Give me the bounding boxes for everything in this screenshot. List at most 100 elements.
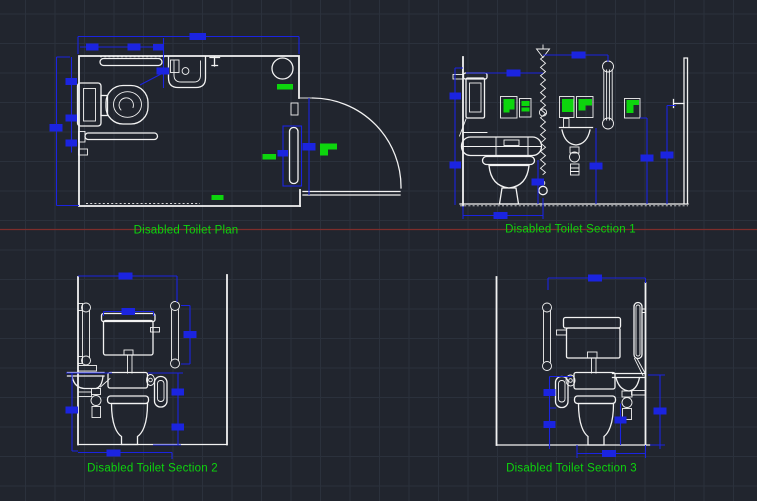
- dispenser: [559, 96, 575, 118]
- soap-dispenser-plan: [170, 59, 180, 73]
- tap: [563, 118, 570, 128]
- cistern: [465, 77, 486, 119]
- cord-handle: [538, 185, 548, 196]
- alarm-pull-cord[interactable]: [535, 44, 551, 196]
- dimension-text-blob: [153, 44, 164, 51]
- disabled-toilet-plan-drawing[interactable]: [49, 33, 402, 207]
- dimension-text-blob: [302, 143, 316, 151]
- toilet-bowl-rim: [106, 395, 150, 405]
- door-hinge: [290, 102, 299, 116]
- dispenser: [624, 98, 641, 119]
- cistern-plan: [76, 82, 102, 127]
- vertical-grab-rail[interactable]: [77, 302, 91, 366]
- dimension-text-blob: [189, 33, 206, 40]
- dimension-text-blob: [588, 274, 602, 282]
- grab-rails-plan[interactable]: [78, 57, 163, 156]
- wash-basin-plan[interactable]: [167, 56, 207, 89]
- dispenser: [576, 96, 594, 118]
- plan-dimensions[interactable]: [49, 33, 316, 207]
- dimension-text-blob: [121, 308, 135, 315]
- dimension-text-blob: [531, 178, 544, 186]
- fold-up-rail[interactable]: [170, 301, 180, 369]
- toilet-roll-holder[interactable]: [153, 375, 168, 408]
- toilet-section3[interactable]: [556, 316, 622, 446]
- section1-dimensions[interactable]: [449, 51, 677, 220]
- flush-lever: [150, 327, 160, 333]
- shelf: [77, 365, 97, 372]
- dimension-text-blob: [156, 67, 169, 75]
- flush-pipe: [127, 354, 133, 374]
- dimension-text-blob: [183, 331, 197, 338]
- dimension-text-blob: [614, 416, 627, 424]
- dimension-text-blob: [660, 151, 674, 159]
- drawing-label-section3[interactable]: Disabled Toilet Section 3: [506, 463, 637, 475]
- dimension-text-blob: [602, 450, 616, 457]
- dispenser: [519, 98, 532, 118]
- annotation-mark: [503, 99, 515, 113]
- dispensers[interactable]: [500, 96, 641, 119]
- dimension-text-blob: [65, 139, 77, 147]
- toilet-bowl-plan: [105, 84, 149, 125]
- drawing-label-section2[interactable]: Disabled Toilet Section 2: [87, 463, 218, 475]
- wash-basin-section1[interactable]: [558, 118, 594, 176]
- toilet-bowl: [488, 164, 530, 189]
- annotation-mark: [211, 195, 224, 200]
- dimension-text-blob: [171, 388, 184, 396]
- dimension-text-blob: [106, 449, 121, 457]
- wall-fixture-plan[interactable]: [209, 56, 221, 67]
- basin-trap: [569, 151, 580, 163]
- toilet-plan[interactable]: [76, 82, 149, 127]
- wash-basin-section3[interactable]: [611, 372, 647, 420]
- toilet-section1[interactable]: [458, 72, 543, 205]
- plan-side-wall: [302, 190, 401, 196]
- dimension-text-blob: [449, 92, 461, 100]
- grab-rail: [84, 132, 159, 141]
- toilet-bowl: [110, 402, 149, 446]
- dimension-text-blob: [493, 212, 508, 219]
- section1-right-wall[interactable]: [672, 57, 689, 205]
- toilet-bowl: [577, 402, 615, 446]
- plan-walls[interactable]: [78, 55, 401, 207]
- dimension-text-blob: [171, 423, 184, 431]
- dimension-text-blob: [653, 407, 667, 415]
- dimension-text-blob: [589, 162, 603, 170]
- dimension-text-blob: [65, 406, 78, 414]
- flush-lever: [556, 329, 567, 336]
- disabled-toilet-section1-drawing[interactable]: [449, 44, 689, 220]
- wall-bracket: [672, 98, 685, 109]
- cistern: [565, 327, 621, 359]
- wall-hatch: [86, 56, 200, 204]
- disabled-toilet-section2-drawing[interactable]: [65, 272, 228, 460]
- toilet-bowl-rim: [573, 395, 617, 405]
- drawing-label-section1[interactable]: Disabled Toilet Section 1: [505, 224, 636, 236]
- dimension-text-blob: [127, 43, 141, 51]
- seat-bracket: [573, 371, 616, 390]
- dimension-text-blob: [49, 124, 63, 132]
- dimension-text-blob: [640, 154, 654, 162]
- basin-trap: [90, 395, 102, 406]
- vertical-grab-rail[interactable]: [602, 60, 614, 130]
- flush-pipe: [591, 357, 597, 374]
- fold-up-rail[interactable]: [633, 301, 647, 377]
- grab-rail: [99, 57, 163, 67]
- section3-dimensions[interactable]: [543, 274, 667, 459]
- vertical-grab-rail[interactable]: [542, 302, 552, 371]
- toilet-section2[interactable]: [99, 312, 160, 446]
- dimension-text-blob: [506, 69, 521, 77]
- annotation-mark: [277, 84, 293, 90]
- door-plan[interactable]: [288, 97, 402, 189]
- waste-bin-plan[interactable]: [271, 57, 294, 80]
- disabled-toilet-section3-drawing[interactable]: [495, 274, 667, 459]
- section2-dimensions[interactable]: [65, 272, 197, 460]
- tap-plan: [181, 67, 190, 75]
- seat-bracket: [107, 371, 149, 389]
- dispenser: [500, 96, 518, 119]
- dimension-text-blob: [86, 43, 99, 51]
- annotation-mark: [262, 154, 276, 160]
- drawing-label-plan[interactable]: Disabled Toilet Plan: [134, 225, 239, 237]
- dimension-text-blob: [543, 421, 556, 428]
- toilet-seat: [481, 155, 536, 166]
- plan-annotations[interactable]: [211, 84, 338, 200]
